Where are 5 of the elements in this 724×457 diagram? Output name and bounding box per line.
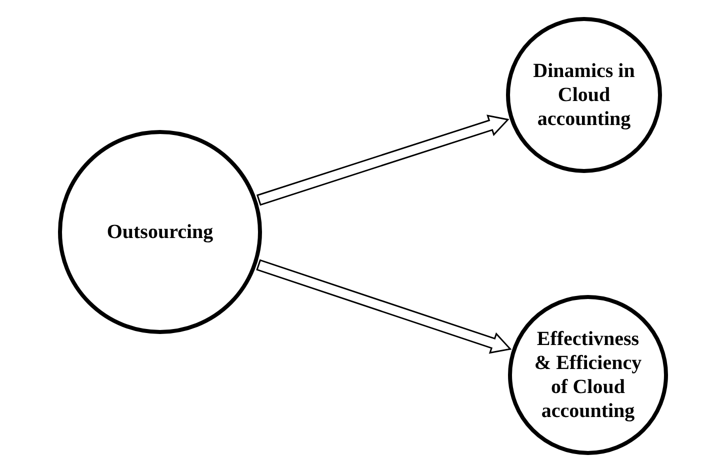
node-label: Effectivness & Efficiency of Cloud accounting (533, 327, 643, 423)
block-arrow (256, 114, 510, 206)
node-label: Outsourcing (106, 220, 214, 244)
node-label: Dinamics in Cloud accounting (532, 59, 636, 131)
block-arrow (256, 259, 512, 354)
